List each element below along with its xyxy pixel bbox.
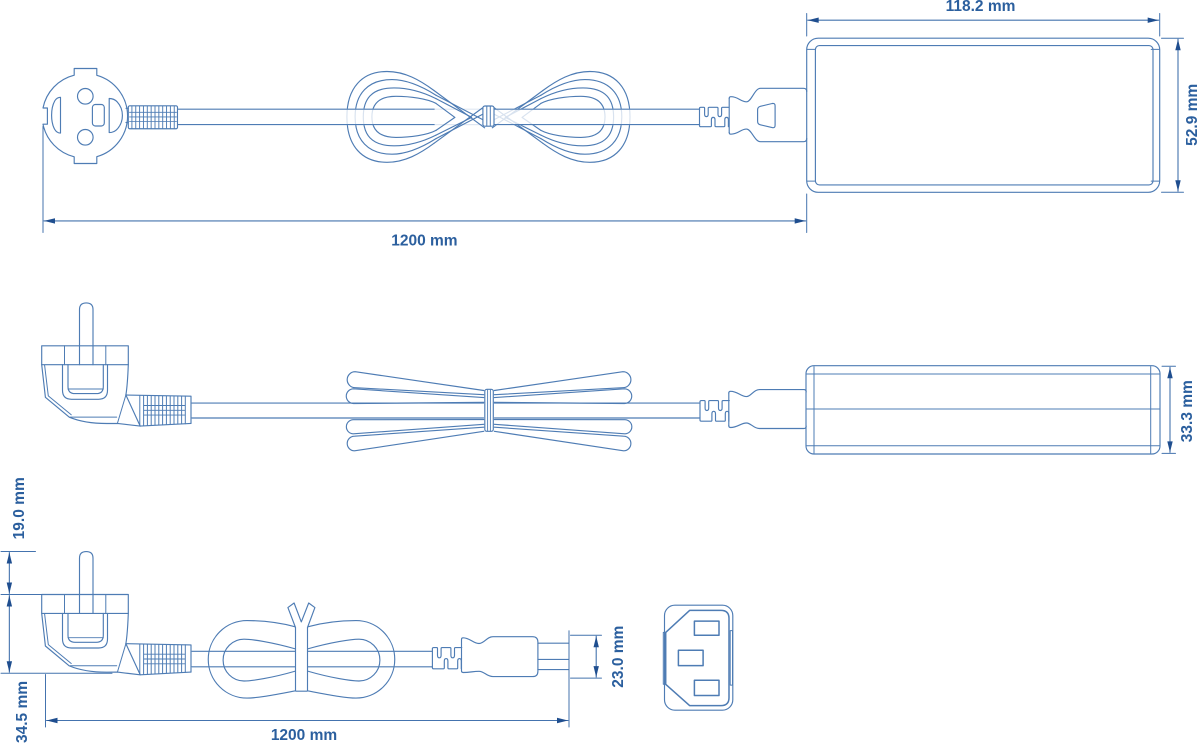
svg-text:23.0 mm: 23.0 mm (610, 626, 627, 688)
svg-text:1200 mm: 1200 mm (271, 727, 337, 744)
svg-text:118.2 mm: 118.2 mm (946, 0, 1016, 15)
svg-text:34.5 mm: 34.5 mm (14, 681, 31, 743)
svg-text:52.9 mm: 52.9 mm (1184, 84, 1200, 146)
svg-text:33.3 mm: 33.3 mm (1179, 380, 1196, 442)
svg-text:19.0 mm: 19.0 mm (11, 477, 28, 539)
svg-text:1200 mm: 1200 mm (391, 233, 457, 250)
